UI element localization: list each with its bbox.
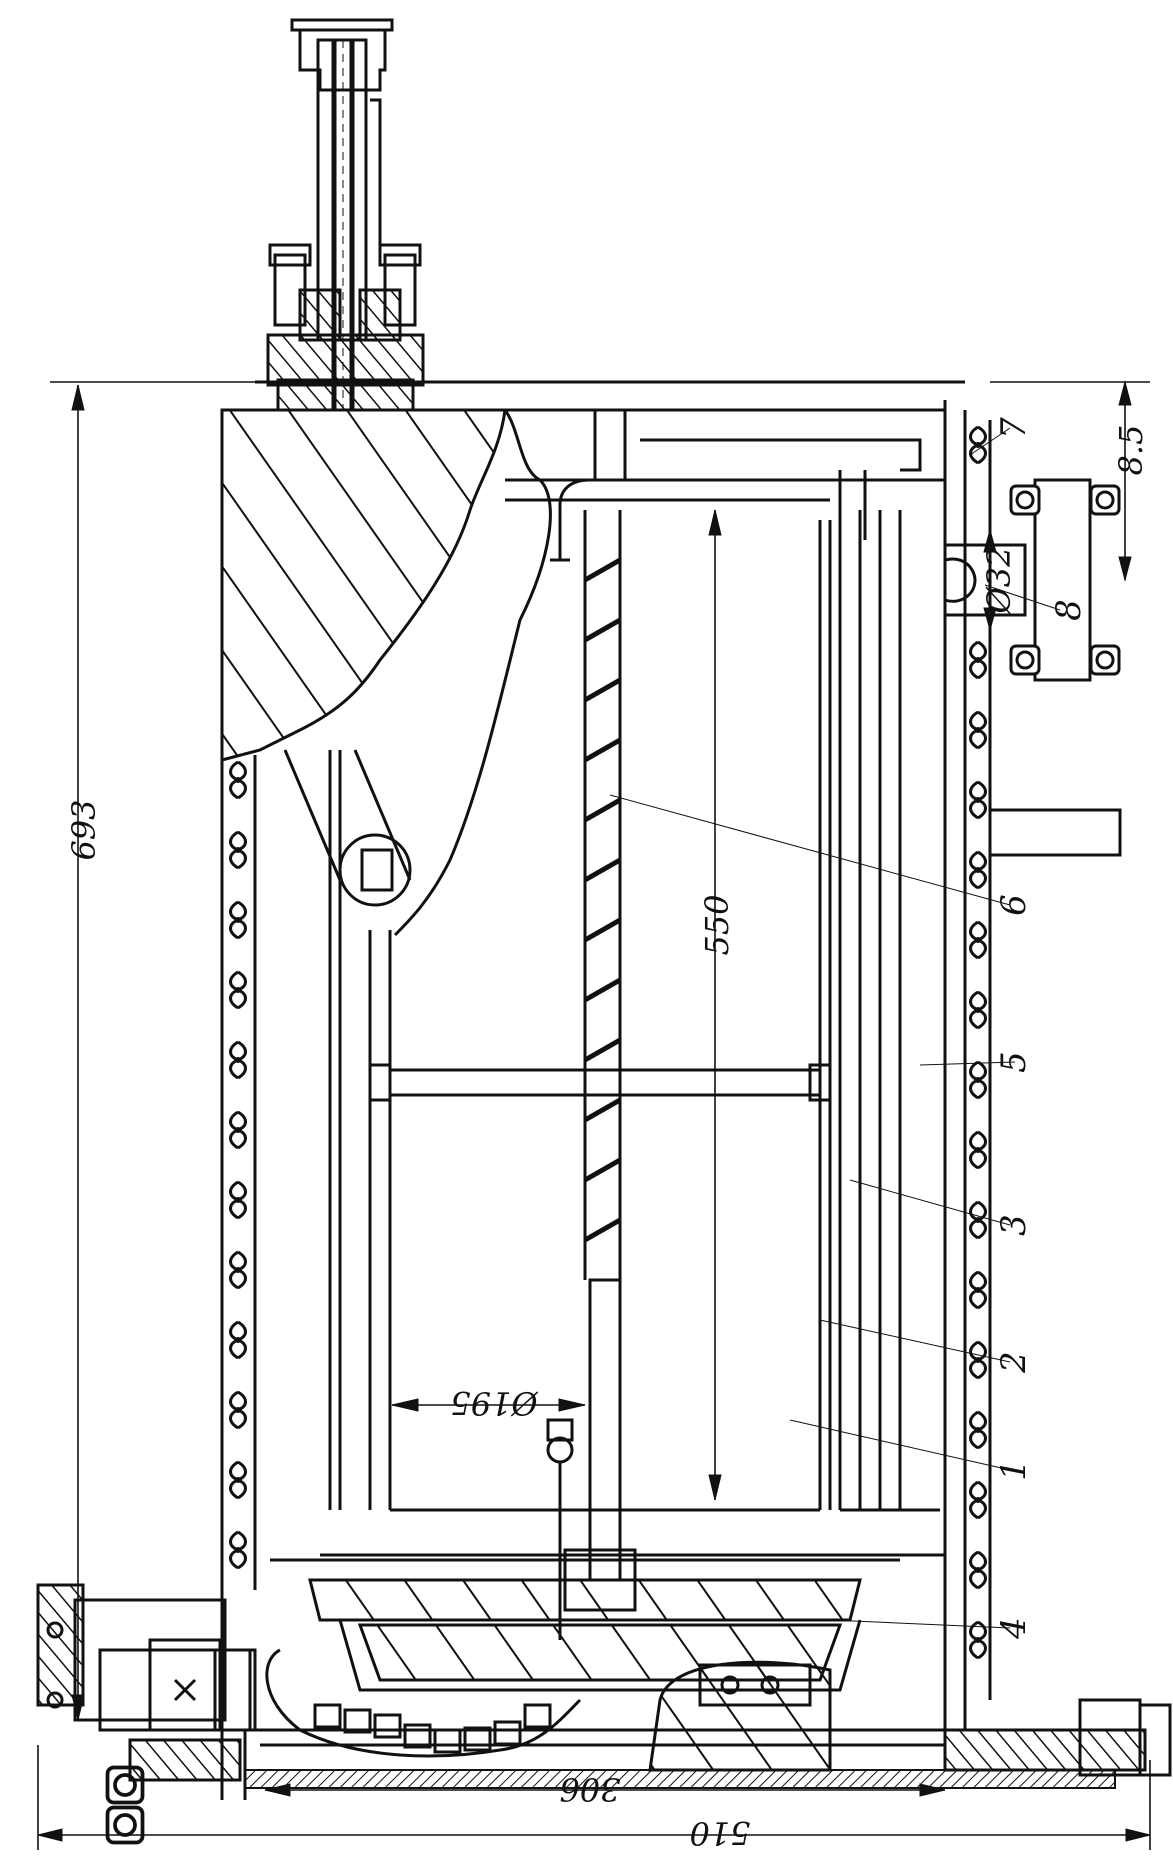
- right-insulation: [963, 410, 992, 1730]
- inner-chamber: [270, 478, 945, 1562]
- dim-total-width: 510: [689, 1814, 750, 1852]
- bottom-outlet: [244, 1660, 1172, 1789]
- dim-basket-diameter: Ø195: [450, 1384, 538, 1422]
- callout-6: 6: [994, 894, 1034, 916]
- heater-column: [546, 408, 922, 1640]
- callout-leaders: [609, 427, 1061, 1629]
- callout-2: 2: [994, 1351, 1034, 1374]
- callout-8: 8: [1049, 599, 1089, 621]
- lid-cutaway: [220, 408, 552, 937]
- left-insulation: [220, 755, 257, 1590]
- dim-pipe-diameter: Ø32: [980, 547, 1018, 615]
- dimension-306: 306: [264, 1770, 946, 1808]
- dim-inner-height: 550: [698, 894, 736, 955]
- callout-3: 3: [994, 1214, 1034, 1236]
- dimension-693: 693: [50, 381, 255, 1721]
- callout-5: 5: [994, 1051, 1034, 1073]
- left-chain-links: [229, 760, 247, 1570]
- dim-offset-top: 8.5: [1112, 425, 1150, 476]
- left-valve-assembly: [36, 1583, 257, 1845]
- dimension-550: 550: [698, 509, 736, 1501]
- dimension-8-5: 8.5: [990, 380, 1150, 582]
- lower-coil: [265, 1648, 582, 1758]
- callout-7: 7: [994, 417, 1034, 439]
- side-nozzle: [943, 478, 1122, 857]
- dimension-510: 510: [37, 1745, 1151, 1852]
- dim-height-total: 693: [65, 799, 103, 860]
- callout-1: 1: [994, 1459, 1034, 1481]
- dim-base-width: 306: [559, 1770, 620, 1808]
- top-shaft-assembly: [266, 18, 425, 412]
- dimension-d32: Ø32: [980, 528, 1018, 632]
- callout-4: 4: [994, 1617, 1034, 1640]
- dimension-d195: Ø195: [391, 1384, 586, 1422]
